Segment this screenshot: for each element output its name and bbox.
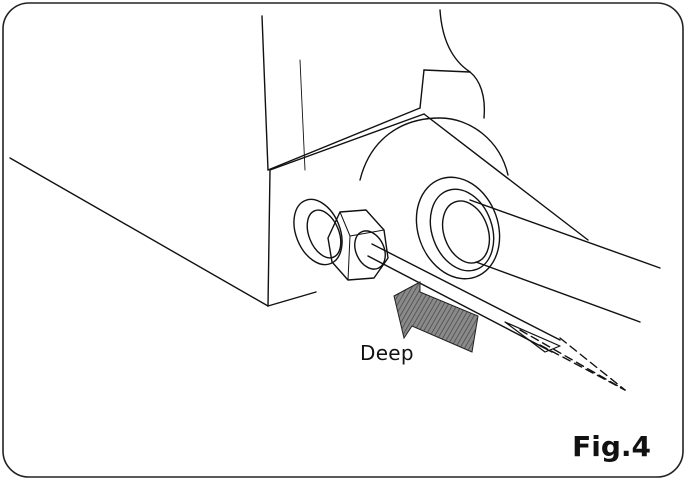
adjust-rod (367, 243, 561, 353)
hex-nut (327, 209, 389, 281)
large-boss (359, 117, 509, 280)
dashed-extension (519, 329, 626, 391)
deep-direction-arrow (393, 281, 479, 353)
tube (469, 199, 661, 323)
machine-body (9, 9, 589, 307)
direction-label: Deep (360, 341, 414, 365)
figure-caption: Fig.4 (572, 430, 651, 463)
small-boss (293, 198, 343, 266)
figure-frame (2, 2, 684, 478)
